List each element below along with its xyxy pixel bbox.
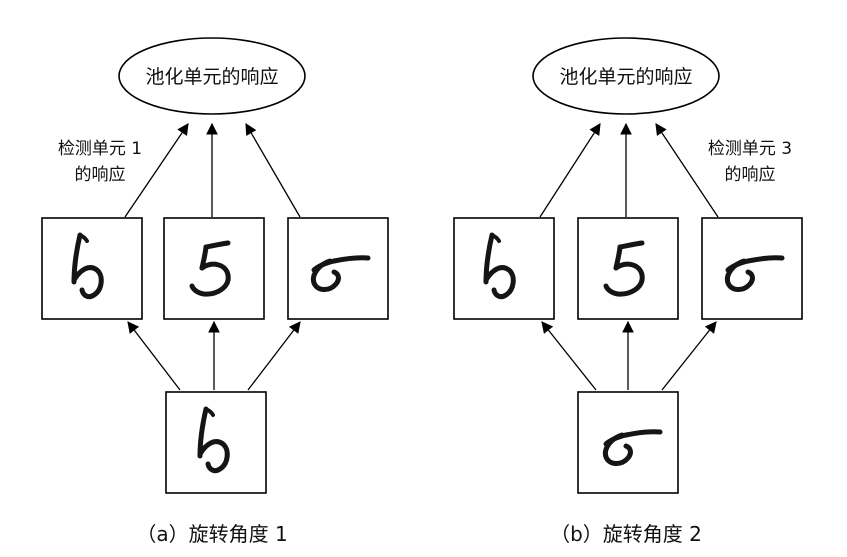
pooling-unit-b xyxy=(532,37,720,115)
edge-a-input-det3 xyxy=(247,321,301,391)
detector-label-b-line2: 的响应 xyxy=(725,165,776,185)
edge-a-input-det1 xyxy=(127,321,181,391)
detector-label-b-line1: 检测单元 3 xyxy=(708,139,792,159)
panel-a: 池化单元的响应 检测单元 1 的响应 （a）旋转角度 1 xyxy=(41,37,389,546)
detector-box-a2 xyxy=(163,217,265,320)
input-box-b xyxy=(577,391,679,494)
edge-b-det1-pool xyxy=(539,123,601,218)
edge-b-input-det3 xyxy=(661,321,717,391)
caption-b: （b）旋转角度 2 xyxy=(550,522,702,546)
caption-a: （a）旋转角度 1 xyxy=(136,522,287,546)
detector-box-b2 xyxy=(577,217,679,320)
pooling-unit-label-a: 池化单元的响应 xyxy=(145,66,278,88)
detector-label-a-line2: 的响应 xyxy=(75,165,126,185)
detector-box-a3 xyxy=(287,217,389,320)
pooling-unit-label-b: 池化单元的响应 xyxy=(559,66,692,88)
edge-b-input-det1 xyxy=(541,321,597,391)
panel-b: 池化单元的响应 检测单元 3 的响应 （b）旋转角度 2 xyxy=(453,37,803,546)
input-box-a xyxy=(165,391,267,494)
detector-box-b1 xyxy=(453,217,555,320)
edge-b-det3-pool xyxy=(655,123,719,218)
detector-box-a1 xyxy=(41,217,143,320)
detector-box-b3 xyxy=(701,217,803,320)
edge-a-det3-pool xyxy=(245,122,301,218)
edge-a-det1-pool xyxy=(124,123,189,218)
pooling-unit-a xyxy=(118,37,306,115)
detector-label-a-line1: 检测单元 1 xyxy=(58,139,142,159)
